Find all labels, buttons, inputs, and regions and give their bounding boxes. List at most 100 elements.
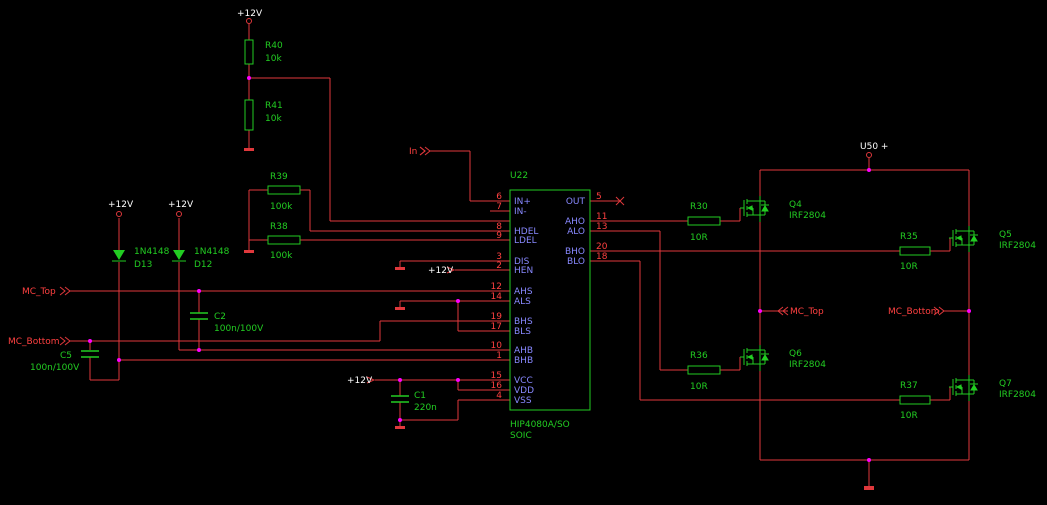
ground-symbols — [243, 141, 874, 490]
r38-ref: R38 — [270, 222, 288, 232]
ic-pin-name: BHS — [514, 317, 533, 327]
svg-text:MC_Top: MC_Top — [22, 287, 56, 297]
c5-ref: C5 — [60, 351, 72, 361]
diode-d13-symbol — [112, 250, 126, 262]
r39-value: 100k — [270, 202, 293, 212]
q4-ref: Q4 — [789, 200, 802, 210]
resistor-r38-body — [267, 235, 301, 245]
c1-ref: C1 — [414, 391, 426, 401]
power-label-hen: +12V — [428, 266, 454, 276]
ic-pin-name: VSS — [514, 396, 532, 406]
d12-ref: D12 — [194, 260, 212, 270]
ic-pin-name: IN- — [514, 207, 527, 217]
ic-pin-name: IN+ — [514, 197, 531, 207]
ground-als — [395, 307, 405, 310]
resistor-r37-body — [899, 395, 931, 405]
net-label-mc-top-right: MC_Top — [777, 306, 824, 317]
svg-text:In: In — [409, 147, 417, 157]
wires — [70, 24, 970, 486]
net-label-mc-bottom-right: MC_Bottom — [888, 306, 945, 317]
d13-value: 1N4148 — [134, 247, 170, 257]
no-connect-marker — [615, 196, 625, 206]
ic-pin-name: ALO — [567, 227, 585, 237]
mosfets — [740, 196, 978, 401]
capacitor-plates — [81, 312, 409, 403]
junction-dots — [88, 76, 971, 462]
r38-value: 100k — [270, 251, 293, 261]
power-label-r40: +12V — [237, 9, 263, 19]
ic-pin-number: 1 — [496, 351, 502, 361]
ic-u22-ref: U22 — [510, 171, 528, 181]
ic-pin-number: 10 — [491, 341, 503, 351]
mosfet-q7-symbol — [949, 375, 978, 401]
ic-pin-name: HDEL — [514, 227, 538, 237]
ic-pin-number: 7 — [496, 202, 502, 212]
q5-value: IRF2804 — [999, 241, 1036, 251]
q6-value: IRF2804 — [789, 360, 826, 370]
r35-ref: R35 — [900, 232, 918, 242]
net-label-mc-bottom-left: MC_Bottom — [8, 336, 71, 347]
ic-pin-name: BLS — [514, 327, 531, 337]
ic-pin-name: VDD — [514, 386, 534, 396]
r40-ref: R40 — [265, 41, 283, 51]
resistor-r41-body — [244, 99, 254, 131]
ic-pin-number: 13 — [596, 222, 607, 232]
ic-pin-name: OUT — [566, 197, 586, 207]
svg-text:MC_Top: MC_Top — [790, 307, 824, 317]
r40-value: 10k — [265, 54, 282, 64]
svg-text:MC_Bottom: MC_Bottom — [888, 307, 940, 317]
ic-pin-number: 6 — [496, 192, 502, 202]
ic-pin-number: 4 — [496, 391, 502, 401]
ic-pin-number: 12 — [491, 282, 502, 292]
ic-pin-number: 9 — [496, 231, 502, 241]
r36-value: 10R — [690, 382, 708, 392]
power-label-d13: +12V — [108, 200, 134, 210]
q4-value: IRF2804 — [789, 211, 826, 221]
power-label-u50: U50 + — [860, 142, 888, 152]
resistor-r30-body — [687, 216, 721, 226]
power-label-vcc: +12V — [347, 376, 373, 386]
ground-bridge — [864, 486, 874, 490]
ic-pin-number: 14 — [491, 292, 503, 302]
ic-pin-number: 8 — [496, 222, 502, 232]
c2-ref: C2 — [214, 312, 226, 322]
mosfet-q5-symbol — [949, 226, 978, 252]
ic-pin-number: 5 — [596, 192, 602, 202]
ground-r41 — [243, 141, 255, 152]
r41-value: 10k — [265, 114, 282, 124]
power-flags — [116, 18, 872, 384]
ic-pin-name: HEN — [514, 266, 533, 276]
ic-pin-name: AHS — [514, 287, 533, 297]
diode-d12-symbol — [172, 250, 186, 262]
resistor-r36-body — [687, 365, 721, 375]
resistor-r40-body — [244, 39, 254, 65]
mosfet-q4-symbol — [740, 196, 769, 222]
resistor-r35-body — [899, 246, 931, 256]
ground-r38 — [243, 243, 255, 254]
r39-ref: R39 — [270, 172, 288, 182]
ground-dis — [395, 267, 405, 270]
ic-pin-number: 15 — [491, 371, 502, 381]
ic-u22-body — [509, 189, 591, 411]
ic-u22-package: SOIC — [510, 431, 532, 441]
net-label-mc-top-left: MC_Top — [22, 286, 71, 297]
q6-ref: Q6 — [789, 349, 802, 359]
r37-value: 10R — [900, 411, 918, 421]
svg-text:MC_Bottom: MC_Bottom — [8, 337, 60, 347]
ic-pin-name: DIS — [514, 257, 530, 267]
ic-pin-number: 18 — [596, 252, 608, 262]
ic-pin-name: AHB — [514, 346, 533, 356]
ic-pin-name: BLO — [567, 257, 585, 267]
r36-ref: R36 — [690, 351, 708, 361]
d13-ref: D13 — [134, 260, 152, 270]
resistor-r39-body — [267, 185, 301, 195]
ic-pin-number: 2 — [496, 261, 502, 271]
r35-value: 10R — [900, 262, 918, 272]
ic-pin-number: 16 — [491, 381, 503, 391]
ic-pin-number: 20 — [596, 242, 608, 252]
mosfet-q6-symbol — [740, 345, 769, 371]
ic-u22-part: HIP4080A/SO — [510, 420, 570, 430]
ic-pin-name: VCC — [514, 376, 533, 386]
